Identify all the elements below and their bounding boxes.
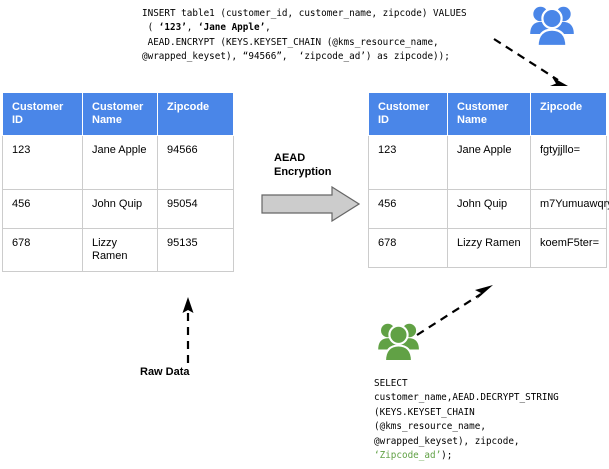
table-row: 678 Lizzy Ramen koemF5ter= (368, 228, 607, 268)
table-row: 456 John Quip 95054 (2, 189, 234, 229)
select-sql-line-3: (KEYS.KEYSET_CHAIN (374, 406, 475, 418)
table-row: 123 Jane Apple 94566 (2, 135, 234, 190)
cell-customer-name: John Quip (82, 189, 158, 229)
insert-sql-line-4: @wrapped_keyset), “94566”, ‘zipcode_ad’)… (142, 51, 450, 63)
insert-sql-statement: INSERT table1 (customer_id, customer_nam… (142, 7, 467, 65)
insert-sql-line-2-mid: , (186, 22, 198, 34)
cell-customer-id: 678 (2, 228, 83, 272)
table-header-row: Customer ID Customer Name Zipcode (368, 92, 607, 136)
select-sql-zipcode-ad-literal: ‘Zipcode_ad’ (374, 450, 442, 462)
select-sql-line-4: (@kms_resource_name, (374, 421, 486, 433)
cell-customer-name: Lizzy Ramen (447, 228, 531, 268)
column-header-customer-name: Customer Name (447, 92, 531, 136)
select-sql-line-2: customer_name,AEAD.DECRYPT_STRING (374, 392, 559, 404)
cell-zipcode: fgtyjjllo= (530, 135, 607, 190)
aead-label-line-2: Encryption (274, 166, 332, 178)
table-row: 123 Jane Apple fgtyjjllo= (368, 135, 607, 190)
column-header-customer-name: Customer Name (82, 92, 158, 136)
cell-customer-id: 123 (2, 135, 83, 190)
raw-data-label: Raw Data (140, 366, 190, 378)
raw-data-table: Customer ID Customer Name Zipcode 123 Ja… (2, 92, 234, 272)
select-sql-line-6-tail: ); (441, 450, 453, 462)
insert-sql-value-customer-id: ‘123’ (158, 22, 187, 34)
cell-zipcode: 94566 (157, 135, 234, 190)
insert-sql-line-2-suffix: , (265, 22, 271, 34)
cell-customer-id: 678 (368, 228, 448, 268)
insert-sql-line-3: AEAD.ENCRYPT (KEYS.KEYSET_CHAIN (@kms_re… (142, 36, 439, 48)
cell-zipcode: 95054 (157, 189, 234, 229)
cell-zipcode: 95135 (157, 228, 234, 272)
column-header-customer-id: Customer ID (2, 92, 83, 136)
select-sql-statement: SELECT customer_name,AEAD.DECRYPT_STRING… (374, 377, 559, 463)
cell-customer-id: 456 (368, 189, 448, 229)
cell-customer-name: Lizzy Ramen (82, 228, 158, 272)
dashed-arrow-up-raw-data (182, 297, 194, 363)
column-header-zipcode: Zipcode (530, 92, 607, 136)
insert-sql-line-1: INSERT table1 (customer_id, customer_nam… (142, 8, 467, 19)
insert-sql-value-customer-name: ‘Jane Apple’ (198, 22, 266, 34)
table-row: 456 John Quip m7Yumuawqry (368, 189, 609, 229)
dashed-arrow-select-to-table (416, 285, 493, 336)
encrypted-data-table: Customer ID Customer Name Zipcode 123 Ja… (368, 92, 609, 268)
block-arrow-right-icon (261, 186, 360, 222)
cell-customer-name: Jane Apple (447, 135, 531, 190)
cell-zipcode: m7Yumuawqry (530, 189, 609, 229)
table-row: 678 Lizzy Ramen 95135 (2, 228, 234, 272)
cell-customer-id: 456 (2, 189, 83, 229)
cell-zipcode: koemF5ter= (530, 228, 607, 268)
cell-customer-name: John Quip (447, 189, 531, 229)
insert-sql-line-2-prefix: ( (142, 22, 159, 34)
cell-customer-name: Jane Apple (82, 135, 158, 190)
dashed-arrow-insert-to-table (493, 38, 568, 86)
table-header-row: Customer ID Customer Name Zipcode (2, 92, 234, 136)
select-sql-line-5: @wrapped_keyset), zipcode, (374, 435, 520, 447)
aead-label-line-1: AEAD (274, 152, 306, 164)
users-group-icon-green (378, 323, 419, 362)
column-header-zipcode: Zipcode (157, 92, 234, 136)
select-sql-line-1: SELECT (374, 378, 408, 389)
column-header-customer-id: Customer ID (368, 92, 448, 136)
aead-encryption-label: AEAD Encryption (274, 151, 331, 179)
cell-customer-id: 123 (368, 135, 448, 190)
users-group-icon-blue (530, 6, 574, 47)
